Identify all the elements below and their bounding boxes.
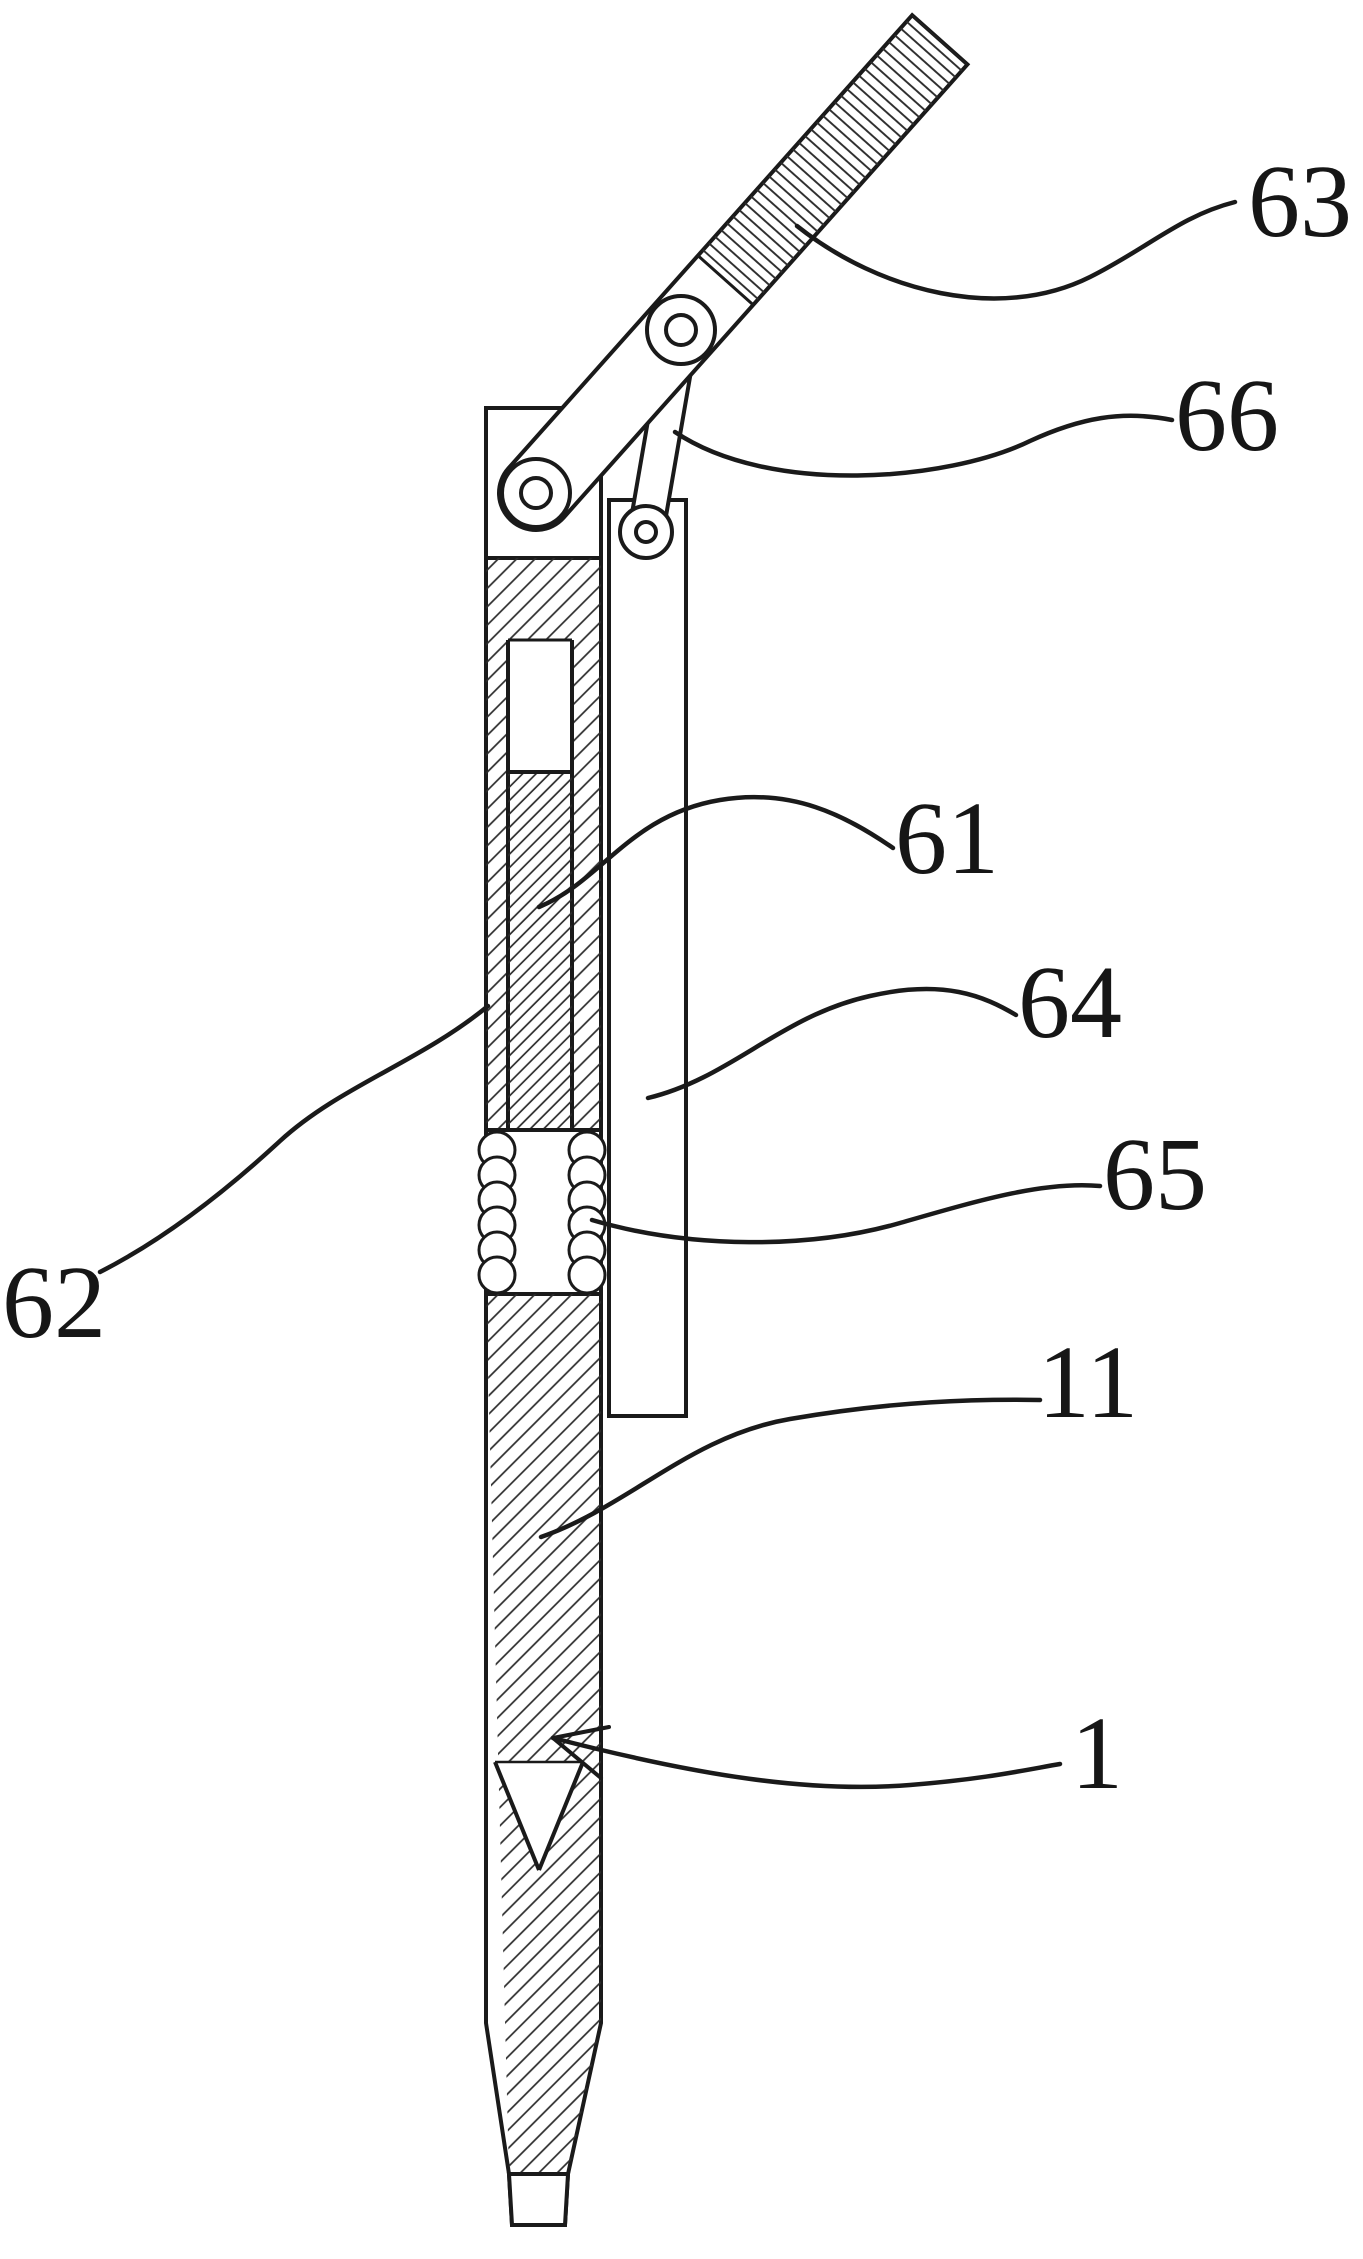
lever-arm-hatch	[697, 15, 968, 305]
arrow-1-barb-top	[551, 1725, 611, 1740]
inner-rod-hatch	[508, 772, 572, 1130]
arrow-1-barb-bottom	[551, 1736, 603, 1780]
leader-11	[538, 1397, 1043, 1540]
stake-tip	[506, 2172, 571, 2227]
label-63: 63	[1248, 144, 1352, 259]
lower-shaft-hatch	[486, 1294, 601, 2174]
spring-left	[477, 1130, 517, 1295]
label-1: 1	[1071, 1696, 1123, 1811]
spring-right	[567, 1130, 607, 1295]
leader-66	[672, 413, 1175, 478]
leader-63	[794, 199, 1238, 301]
leader-61	[536, 794, 896, 910]
lower-pivot-inner	[519, 476, 553, 510]
sleeve-left-wall-hatch	[486, 640, 508, 1130]
label-65: 65	[1103, 1117, 1207, 1232]
sleeve-top-band-hatch	[486, 558, 601, 640]
lever-hatch-boundary-line	[696, 254, 755, 306]
label-64: 64	[1018, 945, 1122, 1060]
upper-pivot-inner	[664, 313, 698, 347]
notch-right-line	[537, 1761, 585, 1871]
label-66: 66	[1175, 358, 1279, 473]
label-62: 62	[2, 1245, 106, 1360]
leader-1	[550, 1735, 1063, 1790]
notch-left-line	[493, 1761, 541, 1871]
spring-coil	[477, 1255, 517, 1295]
side-plate	[607, 498, 688, 1418]
lever-arm	[497, 12, 971, 532]
link-pivot-inner	[634, 520, 658, 544]
leader-64	[645, 986, 1019, 1101]
label-11: 11	[1038, 1325, 1138, 1440]
leader-62	[97, 1003, 491, 1275]
notch-face	[495, 1762, 583, 1870]
spring-coil	[567, 1255, 607, 1295]
arrow-1-head	[551, 1725, 611, 1780]
label-61: 61	[895, 781, 999, 896]
leader-65	[589, 1182, 1103, 1245]
